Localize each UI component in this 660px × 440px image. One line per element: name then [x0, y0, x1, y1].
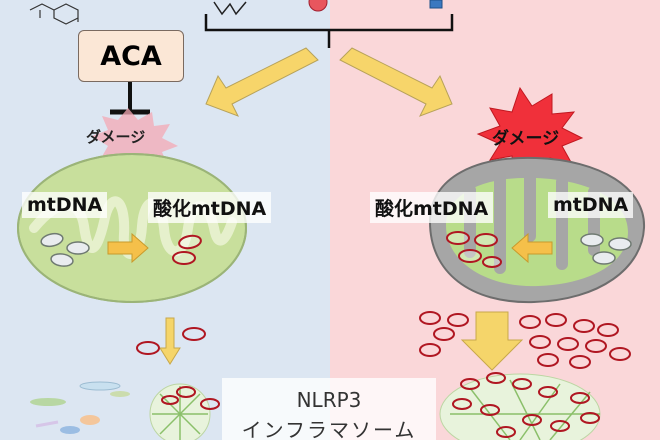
release-arrow-right — [460, 311, 524, 371]
oxidation-arrow-right — [511, 232, 553, 264]
right-inflammasome-cluster — [439, 372, 601, 440]
oxidized-mtdna-label-left: 酸化mtDNA — [148, 192, 272, 223]
release-arrow-left — [159, 317, 181, 365]
right-released-oxidized-mtdna — [419, 311, 631, 369]
left-mitochondrion — [17, 153, 247, 303]
left-inflammasome-cluster — [149, 383, 220, 440]
stimuli-bracket — [204, 14, 454, 48]
left-fragments — [30, 381, 130, 434]
oxidized-mtdna-label-right: 酸化mtDNA — [370, 192, 494, 223]
left-mtdna-group — [40, 232, 90, 267]
left-released-oxidized-mtdna — [136, 327, 206, 355]
oxidized-mtdna-oval — [172, 251, 196, 265]
left-oxidized-mtdna-group — [172, 234, 202, 265]
oxidation-arrow-left — [107, 232, 149, 264]
damage-label-left: ダメージ — [86, 128, 146, 146]
chemical-structure-icon — [29, 3, 79, 25]
nlrp3-label: NLRP3 — [296, 388, 362, 412]
stimulus-square-icon — [429, 0, 443, 9]
stimulus-circle-icon — [308, 0, 328, 12]
inflammasome-label: インフラマソーム — [241, 418, 417, 440]
mtdna-oval — [66, 241, 90, 255]
mtdna-label-left: mtDNA — [22, 192, 108, 218]
right-oxidized-mtdna-group — [446, 231, 502, 268]
nlrp3-inflammasome-caption: NLRP3 インフラマソーム — [222, 378, 436, 440]
mtdna-oval — [40, 232, 64, 248]
arrow-to-right-mitochondrion — [339, 47, 453, 117]
right-damaged-mitochondrion — [428, 156, 646, 304]
oxidized-mtdna-oval — [178, 234, 202, 250]
aca-label-box: ACA — [78, 30, 184, 82]
right-mtdna-group — [580, 233, 632, 265]
mtdna-oval — [50, 253, 74, 267]
mtdna-label-right: mtDNA — [548, 192, 634, 218]
arrow-to-left-mitochondrion — [205, 47, 319, 117]
damage-label-right: ダメージ — [492, 129, 560, 149]
aca-inhibition-symbol — [110, 82, 150, 115]
stimulus-burst-icon — [213, 1, 247, 16]
aca-label: ACA — [100, 40, 162, 72]
